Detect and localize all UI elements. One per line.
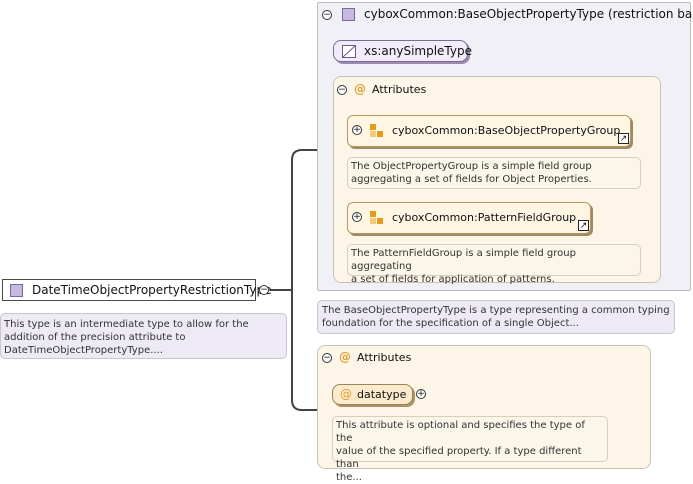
group-documentation: The PatternFieldGroup is a simple field … [347,244,641,285]
expand-button[interactable]: + [352,124,362,135]
attribute-group-name: cyboxCommon:BaseObjectPropertyGroup [392,124,621,137]
link-arrow-icon[interactable]: ↗ [618,133,629,144]
attribute-at-icon: @ [354,82,366,96]
complex-type-icon [342,8,355,21]
attributes-collapse-button[interactable]: − [337,84,347,95]
attribute-group-name: cyboxCommon:PatternFieldGroup [392,211,577,224]
base-type-name: xs:anySimpleType [364,44,472,58]
root-type-name: DateTimeObjectPropertyRestrictionType [32,283,272,297]
attributes-label: Attributes [357,351,412,364]
group-documentation: The ObjectPropertyGroup is a simple fiel… [347,157,641,189]
root-documentation: This type is an intermediate type to all… [0,313,287,359]
attribute-group-icon [370,124,383,137]
connector-lines [270,149,318,411]
attribute-group-box[interactable]: + cyboxCommon:PatternFieldGroup ↗ [347,202,591,234]
expand-button[interactable]: + [416,388,426,399]
attribute-group-icon [370,211,383,224]
restriction-collapse-button[interactable]: − [322,9,332,20]
restriction-documentation: The BaseObjectPropertyType is a type rep… [317,300,675,334]
link-arrow-icon[interactable]: ↗ [578,220,589,231]
attributes-panel: − @ Attributes @ datatype + This attribu… [317,345,651,483]
expand-button[interactable]: + [352,211,362,222]
attributes-collapse-button[interactable]: − [322,352,332,363]
simple-type-icon [342,45,356,58]
attribute-documentation: This attribute is optional and specifies… [332,416,608,483]
attribute-group-box[interactable]: + cyboxCommon:BaseObjectPropertyGroup ↗ [347,115,631,147]
root-type-box[interactable]: DateTimeObjectPropertyRestrictionType [2,279,271,301]
restriction-attributes-panel: − @ Attributes + cyboxCommon:BaseObjectP… [333,76,661,285]
attribute-at-icon: @ [340,387,352,401]
attribute-name: datatype [357,388,407,401]
complex-type-icon [10,284,23,297]
attribute-chip-datatype[interactable]: @ datatype [332,384,413,405]
root-collapse-button[interactable]: − [259,284,269,295]
restriction-panel: − cyboxCommon:BaseObjectPropertyType (re… [317,2,693,291]
attributes-label: Attributes [372,83,427,96]
restriction-title: cyboxCommon:BaseObjectPropertyType (rest… [364,7,693,21]
base-type-chip[interactable]: xs:anySimpleType [333,40,472,62]
attribute-at-icon: @ [339,350,351,364]
